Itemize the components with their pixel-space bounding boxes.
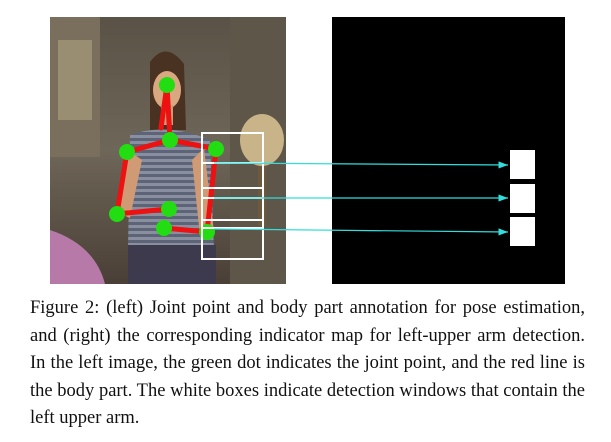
figure-caption: Figure 2: (left) Joint point and body pa… (30, 295, 585, 433)
figure-graphic (50, 17, 565, 284)
joint-left-wrist (156, 220, 172, 236)
joint-right-shoulder (119, 144, 135, 160)
joint-head (159, 77, 175, 93)
indicator-cell (510, 150, 535, 179)
joint-right-wrist (161, 201, 177, 217)
joint-right-elbow (109, 206, 125, 222)
indicator-cell (510, 184, 535, 213)
indicator-map (332, 17, 565, 284)
limb-right-forearm (114, 206, 171, 217)
caption-text: (left) Joint point and body part annotat… (30, 298, 585, 428)
joint-neck (162, 132, 178, 148)
detection-window-outer (201, 132, 264, 260)
limb-head-shoulder (164, 82, 173, 143)
pose-photo (50, 17, 286, 284)
arrow (213, 228, 509, 236)
limb-right-upper-arm (114, 149, 130, 217)
arrow (213, 161, 509, 169)
joint-left-shoulder (208, 141, 224, 157)
indicator-cell (510, 217, 535, 246)
correspondence-arrows (213, 161, 509, 236)
caption-label: Figure 2: (30, 298, 100, 318)
